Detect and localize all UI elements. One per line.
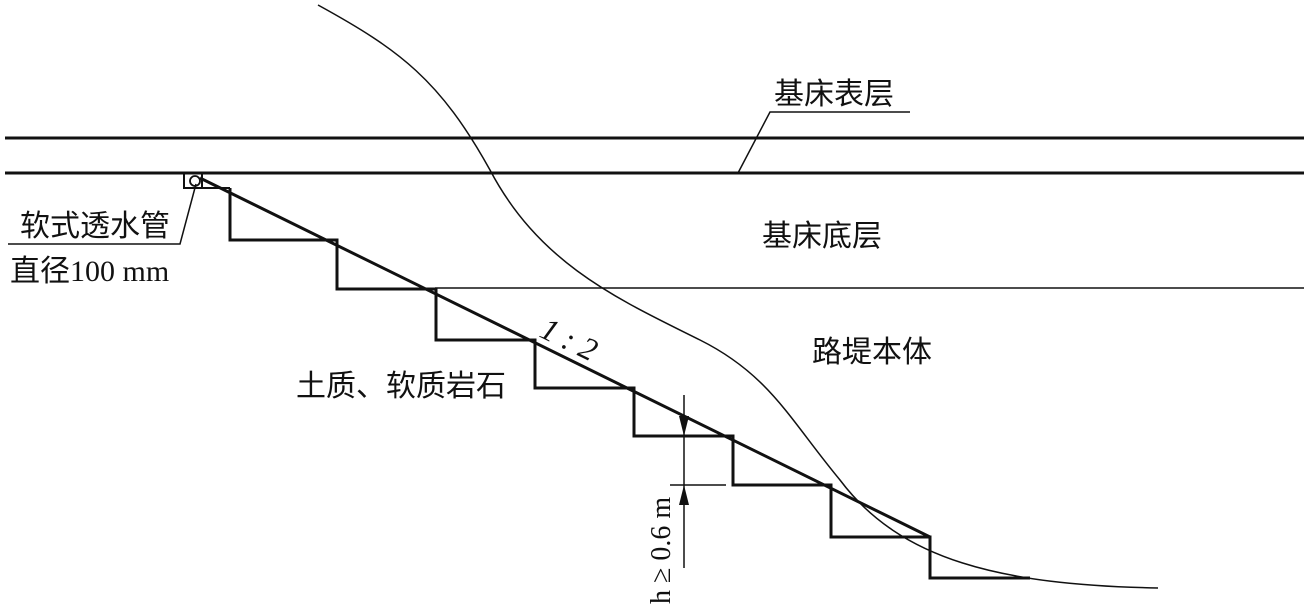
drain-pipe-icon (189, 175, 201, 187)
natural-ground-curve (317, 4, 1159, 589)
surface-layer-leader-line (737, 111, 910, 174)
bottom-layer-label: 基床底层 (762, 219, 882, 254)
step-height-label: h ≥ 0.6 m (646, 497, 677, 604)
embankment-body-label: 路堤本体 (812, 335, 932, 370)
pipe-diameter-label: 直径100 mm (10, 255, 169, 288)
pipe-name-label: 软式透水管 (20, 209, 170, 244)
excavation-steps (228, 188, 1030, 580)
slope-line (199, 176, 931, 539)
soil-type-label: 土质、软质岩石 (296, 369, 506, 404)
drain-pipe-box (183, 172, 203, 189)
pipe-leader-line (8, 183, 197, 245)
dimension-arrow-up-icon (679, 485, 689, 505)
surface-layer-label: 基床表层 (774, 77, 894, 112)
dimension-arrow-down-icon (679, 416, 689, 436)
